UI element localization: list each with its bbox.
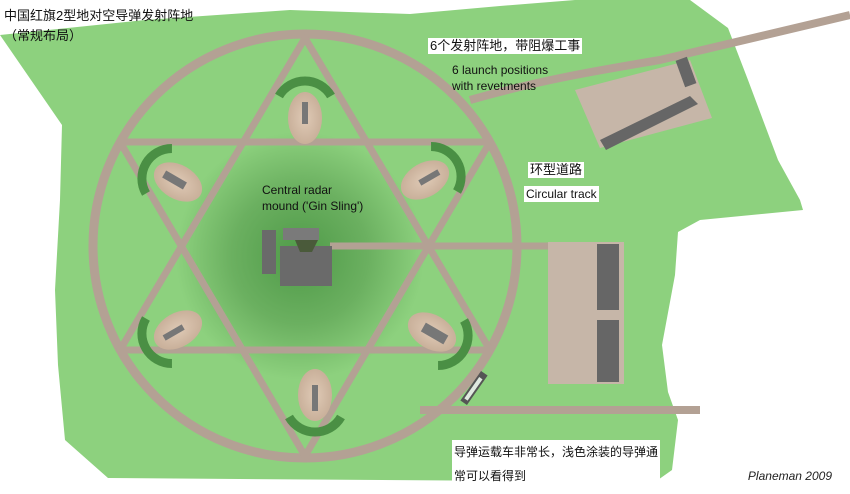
credit: Planeman 2009 [747,469,832,483]
ne-building-pad [575,60,712,148]
shelter-building [597,320,619,382]
launch-positions-label-cn: 6个发射阵地，带阻爆工事 [428,38,583,54]
launch-pad [285,369,345,437]
launch-positions-label-en: 6 launch positions with revetments [452,62,548,94]
launch-pads [137,76,473,437]
title-line-1: 中国红旗2型地对空导弹发射阵地 [4,8,194,23]
ne-shed [675,56,697,88]
launch-pad [400,141,466,200]
radar-label-line-1: Central radar [262,183,333,197]
launch-pad [137,143,203,202]
title-line-2: （常规布局） [4,28,83,43]
ne-building [600,96,698,150]
track-label-en: Circular track [524,186,599,202]
launch-pad [407,312,473,371]
launch-pad [275,76,335,144]
launch-positions-en-line-1: 6 launch positions [452,63,549,77]
radar-building [262,228,332,286]
missile-transporter [460,370,488,406]
launch-positions-en-line-2: with revetments [452,79,537,93]
radar-label-line-2: mound ('Gin Sling') [262,199,364,213]
radar-mound-label: Central radar mound ('Gin Sling') [262,182,363,214]
transporter-label: 导弹运载车非常长，浅色涂装的导弹通 常可以看得到 [452,440,661,488]
launch-pad [137,310,203,369]
diagram-title: 中国红旗2型地对空导弹发射阵地 （常规布局） [4,6,193,46]
track-label-cn: 环型道路 [528,162,585,178]
transporter-label-line-1: 导弹运载车非常长，浅色涂装的导弹通 [454,445,659,459]
shelter-building [597,244,619,310]
transporter-label-line-2: 常可以看得到 [454,469,527,483]
